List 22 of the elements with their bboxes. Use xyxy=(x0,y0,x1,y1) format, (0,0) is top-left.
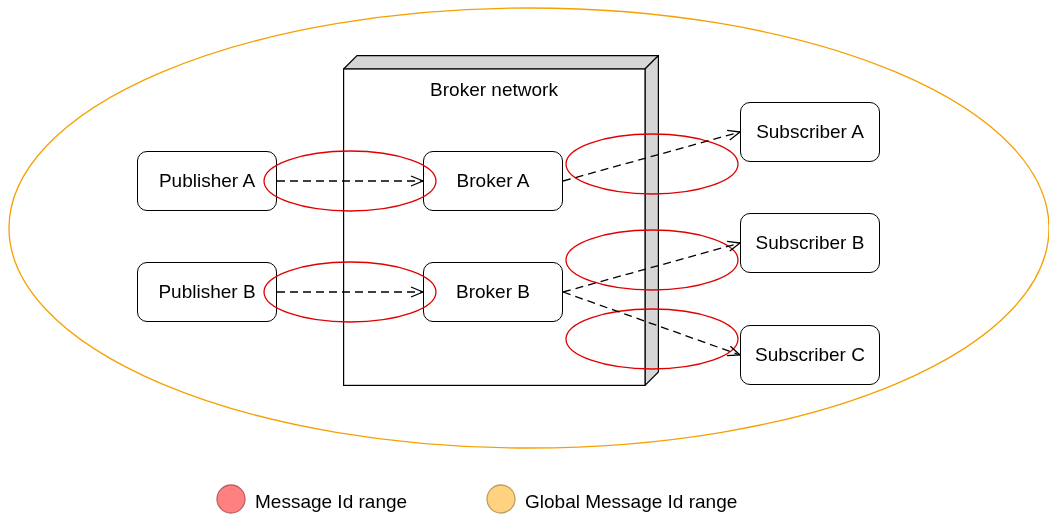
node-label: Subscriber A xyxy=(756,121,864,143)
dashed-arrow xyxy=(562,240,741,293)
process-box xyxy=(423,151,563,211)
node-label: Publisher A xyxy=(158,170,256,192)
dashed-arrow xyxy=(276,286,424,298)
process-box xyxy=(740,102,880,162)
process-box xyxy=(137,151,277,211)
dashed-arrow xyxy=(276,175,424,187)
process-box xyxy=(423,262,563,322)
node-label: Publisher B xyxy=(158,281,256,303)
node-label: Subscriber C xyxy=(755,344,865,366)
node-label: Broker A xyxy=(456,170,530,192)
process-box xyxy=(740,213,880,273)
legend-label: Message Id range xyxy=(255,491,408,513)
legend-label: Global Message Id range xyxy=(525,491,738,513)
process-box xyxy=(137,262,277,322)
node-label: Broker B xyxy=(456,281,530,303)
process-box xyxy=(740,325,880,385)
node-label: Subscriber B xyxy=(755,232,865,254)
dashed-arrow xyxy=(562,129,741,182)
dashed-arrow xyxy=(562,291,741,357)
container-title: Broker network xyxy=(429,79,559,101)
